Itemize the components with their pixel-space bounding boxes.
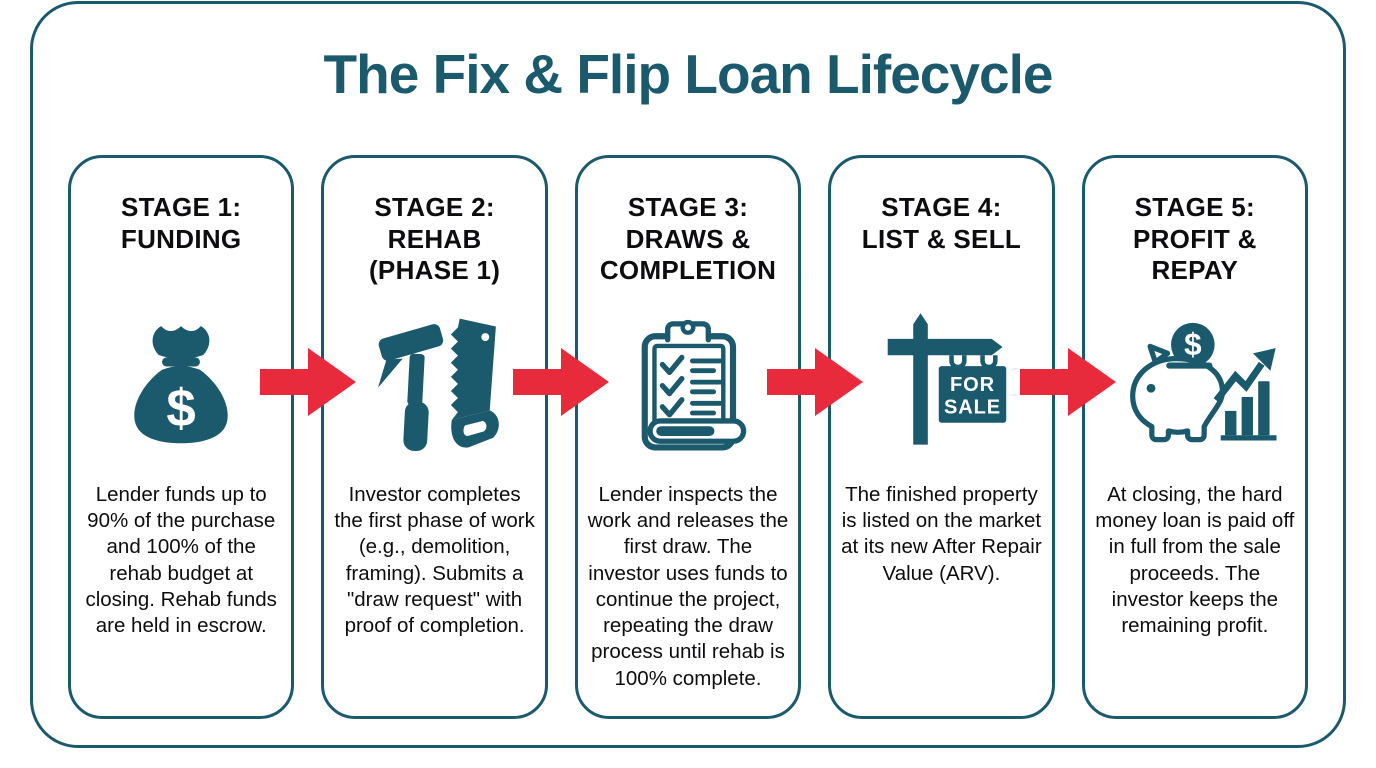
checklist-clipboard-icon	[641, 319, 747, 451]
sign-text-line1: FOR	[950, 373, 995, 395]
flow-arrow-icon	[766, 342, 863, 422]
stage-heading-line: COMPLETION	[599, 255, 777, 286]
flow-arrow-icon	[259, 342, 356, 422]
stage-heading-line: PROFIT &	[1132, 223, 1257, 254]
stage-heading: STAGE 3:DRAWS &COMPLETION	[578, 192, 798, 296]
stage-card-1: STAGE 1:FUNDING $ Lender funds up to 90%…	[68, 155, 295, 719]
for-sale-sign-icon: FOR SALE	[887, 312, 1007, 445]
money-bag-icon: $	[71, 296, 291, 470]
hammer-and-saw-icon	[324, 296, 544, 470]
checklist-clipboard-icon	[578, 296, 798, 470]
stage-heading-line: DRAWS &	[625, 223, 751, 254]
flow-arrow-icon	[1020, 342, 1117, 422]
stage-card-5: STAGE 5:PROFIT &REPAY $ At closing, the …	[1081, 155, 1309, 719]
sign-text-line2: SALE	[944, 396, 1001, 418]
stage-heading-line: STAGE 1:	[121, 192, 242, 222]
stage-card-2: STAGE 2:REHAB(PHASE 1) Investor complete…	[321, 155, 548, 719]
stages-row: STAGE 1:FUNDING $ Lender funds up to 90%…	[68, 155, 1309, 719]
stage-description: Investor completes the first phase of wo…	[334, 483, 535, 638]
stage-heading-line: STAGE 5:	[1134, 192, 1256, 222]
money-bag-icon: $	[134, 326, 228, 444]
stage-heading-line: (PHASE 1)	[368, 255, 501, 286]
stage-heading-line: STAGE 3:	[627, 192, 749, 222]
stage-heading-line: STAGE 4:	[881, 192, 1002, 222]
coin-dollar-glyph: $	[1184, 327, 1201, 362]
stage-heading-line: LIST & SELL	[861, 223, 1022, 254]
stage-heading: STAGE 4:LIST & SELL	[831, 192, 1051, 296]
arrow-right-glyph	[1020, 348, 1117, 416]
hammer-and-saw-icon	[377, 318, 499, 452]
stage-heading-line: STAGE 2:	[374, 192, 495, 222]
piggy-bank-growth-icon: $	[1129, 322, 1277, 443]
stage-heading-line: REHAB	[387, 223, 482, 254]
page-title: The Fix & Flip Loan Lifecycle	[323, 43, 1054, 105]
stage-card-3: STAGE 3:DRAWS &COMPLETION Lender inspect…	[574, 155, 802, 719]
flow-arrow-icon	[513, 342, 610, 422]
stage-heading: STAGE 2:REHAB(PHASE 1)	[324, 192, 544, 296]
stage-description: Lender inspects the work and releases th…	[587, 483, 789, 690]
stage-description: The finished property is listed on the m…	[841, 483, 1042, 585]
stage-description: At closing, the hard money loan is paid …	[1095, 483, 1295, 638]
piggy-bank-growth-icon: $	[1085, 296, 1305, 470]
arrow-right-glyph	[513, 348, 610, 416]
arrow-right-glyph	[766, 348, 863, 416]
stage-heading: STAGE 5:PROFIT &REPAY	[1085, 192, 1305, 296]
stage-heading-line: REPAY	[1151, 255, 1239, 286]
stage-card-4: STAGE 4:LIST & SELL FOR SALE The finishe…	[828, 155, 1055, 719]
arrow-right-glyph	[259, 348, 356, 416]
for-sale-sign-icon: FOR SALE	[831, 296, 1051, 470]
stage-description: Lender funds up to 90% of the purchase a…	[85, 483, 277, 638]
stage-heading-line: FUNDING	[120, 223, 242, 254]
stage-heading: STAGE 1:FUNDING	[71, 192, 291, 296]
dollar-glyph: $	[167, 379, 196, 438]
